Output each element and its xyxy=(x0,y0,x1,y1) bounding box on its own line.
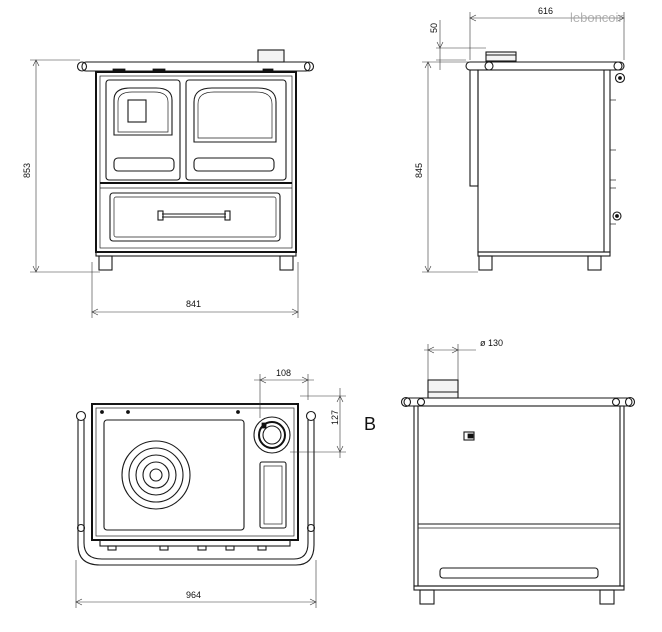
oven-door xyxy=(185,79,287,181)
side-foot-rear xyxy=(478,255,493,271)
cooking-area xyxy=(103,419,245,531)
top-flue-depth-label: 127 xyxy=(330,410,340,425)
back-plate xyxy=(463,431,475,441)
hotplate-rings xyxy=(121,440,191,510)
top-view: 108 127 964 B xyxy=(75,368,376,608)
top-flue-offset-label: 108 xyxy=(276,368,291,378)
side-height-label: 845 xyxy=(414,163,424,178)
side-foot-front xyxy=(587,255,602,271)
oven-window xyxy=(193,87,277,143)
water-reservoir xyxy=(259,461,287,529)
ash-door xyxy=(113,157,175,172)
back-foot-left xyxy=(419,589,435,605)
top-flue-collar xyxy=(253,416,291,454)
top-width-label: 964 xyxy=(186,590,201,600)
front-foot-right xyxy=(279,255,294,271)
back-view: ø 130 xyxy=(400,338,636,605)
side-body xyxy=(477,69,611,253)
front-flue-stub xyxy=(257,49,285,63)
front-width-label: 841 xyxy=(186,299,201,309)
front-height-label: 853 xyxy=(22,163,32,178)
side-depth-label: 616 xyxy=(538,6,553,16)
section-letter-b: B xyxy=(364,414,376,434)
watermark: leboncoin xyxy=(570,10,626,25)
front-body xyxy=(95,71,297,253)
front-view: 853 841 xyxy=(22,49,315,318)
back-flue-stub xyxy=(427,379,459,399)
side-top-offset-label: 50 xyxy=(429,23,439,33)
side-flue-stub xyxy=(485,51,517,62)
firebox-door xyxy=(105,79,181,181)
side-top-rail xyxy=(465,61,625,71)
back-top-rail xyxy=(403,397,633,407)
front-foot-left xyxy=(98,255,113,271)
back-foot-right xyxy=(599,589,615,605)
storage-drawer xyxy=(109,192,281,242)
back-body xyxy=(413,405,625,587)
back-drawer-rail xyxy=(439,567,599,579)
side-view: 845 50 616 xyxy=(414,6,626,273)
back-flue-diameter-label: ø 130 xyxy=(480,338,503,348)
firebox-window xyxy=(113,87,173,136)
top-handrail xyxy=(77,420,315,566)
hob-plate xyxy=(91,403,299,541)
